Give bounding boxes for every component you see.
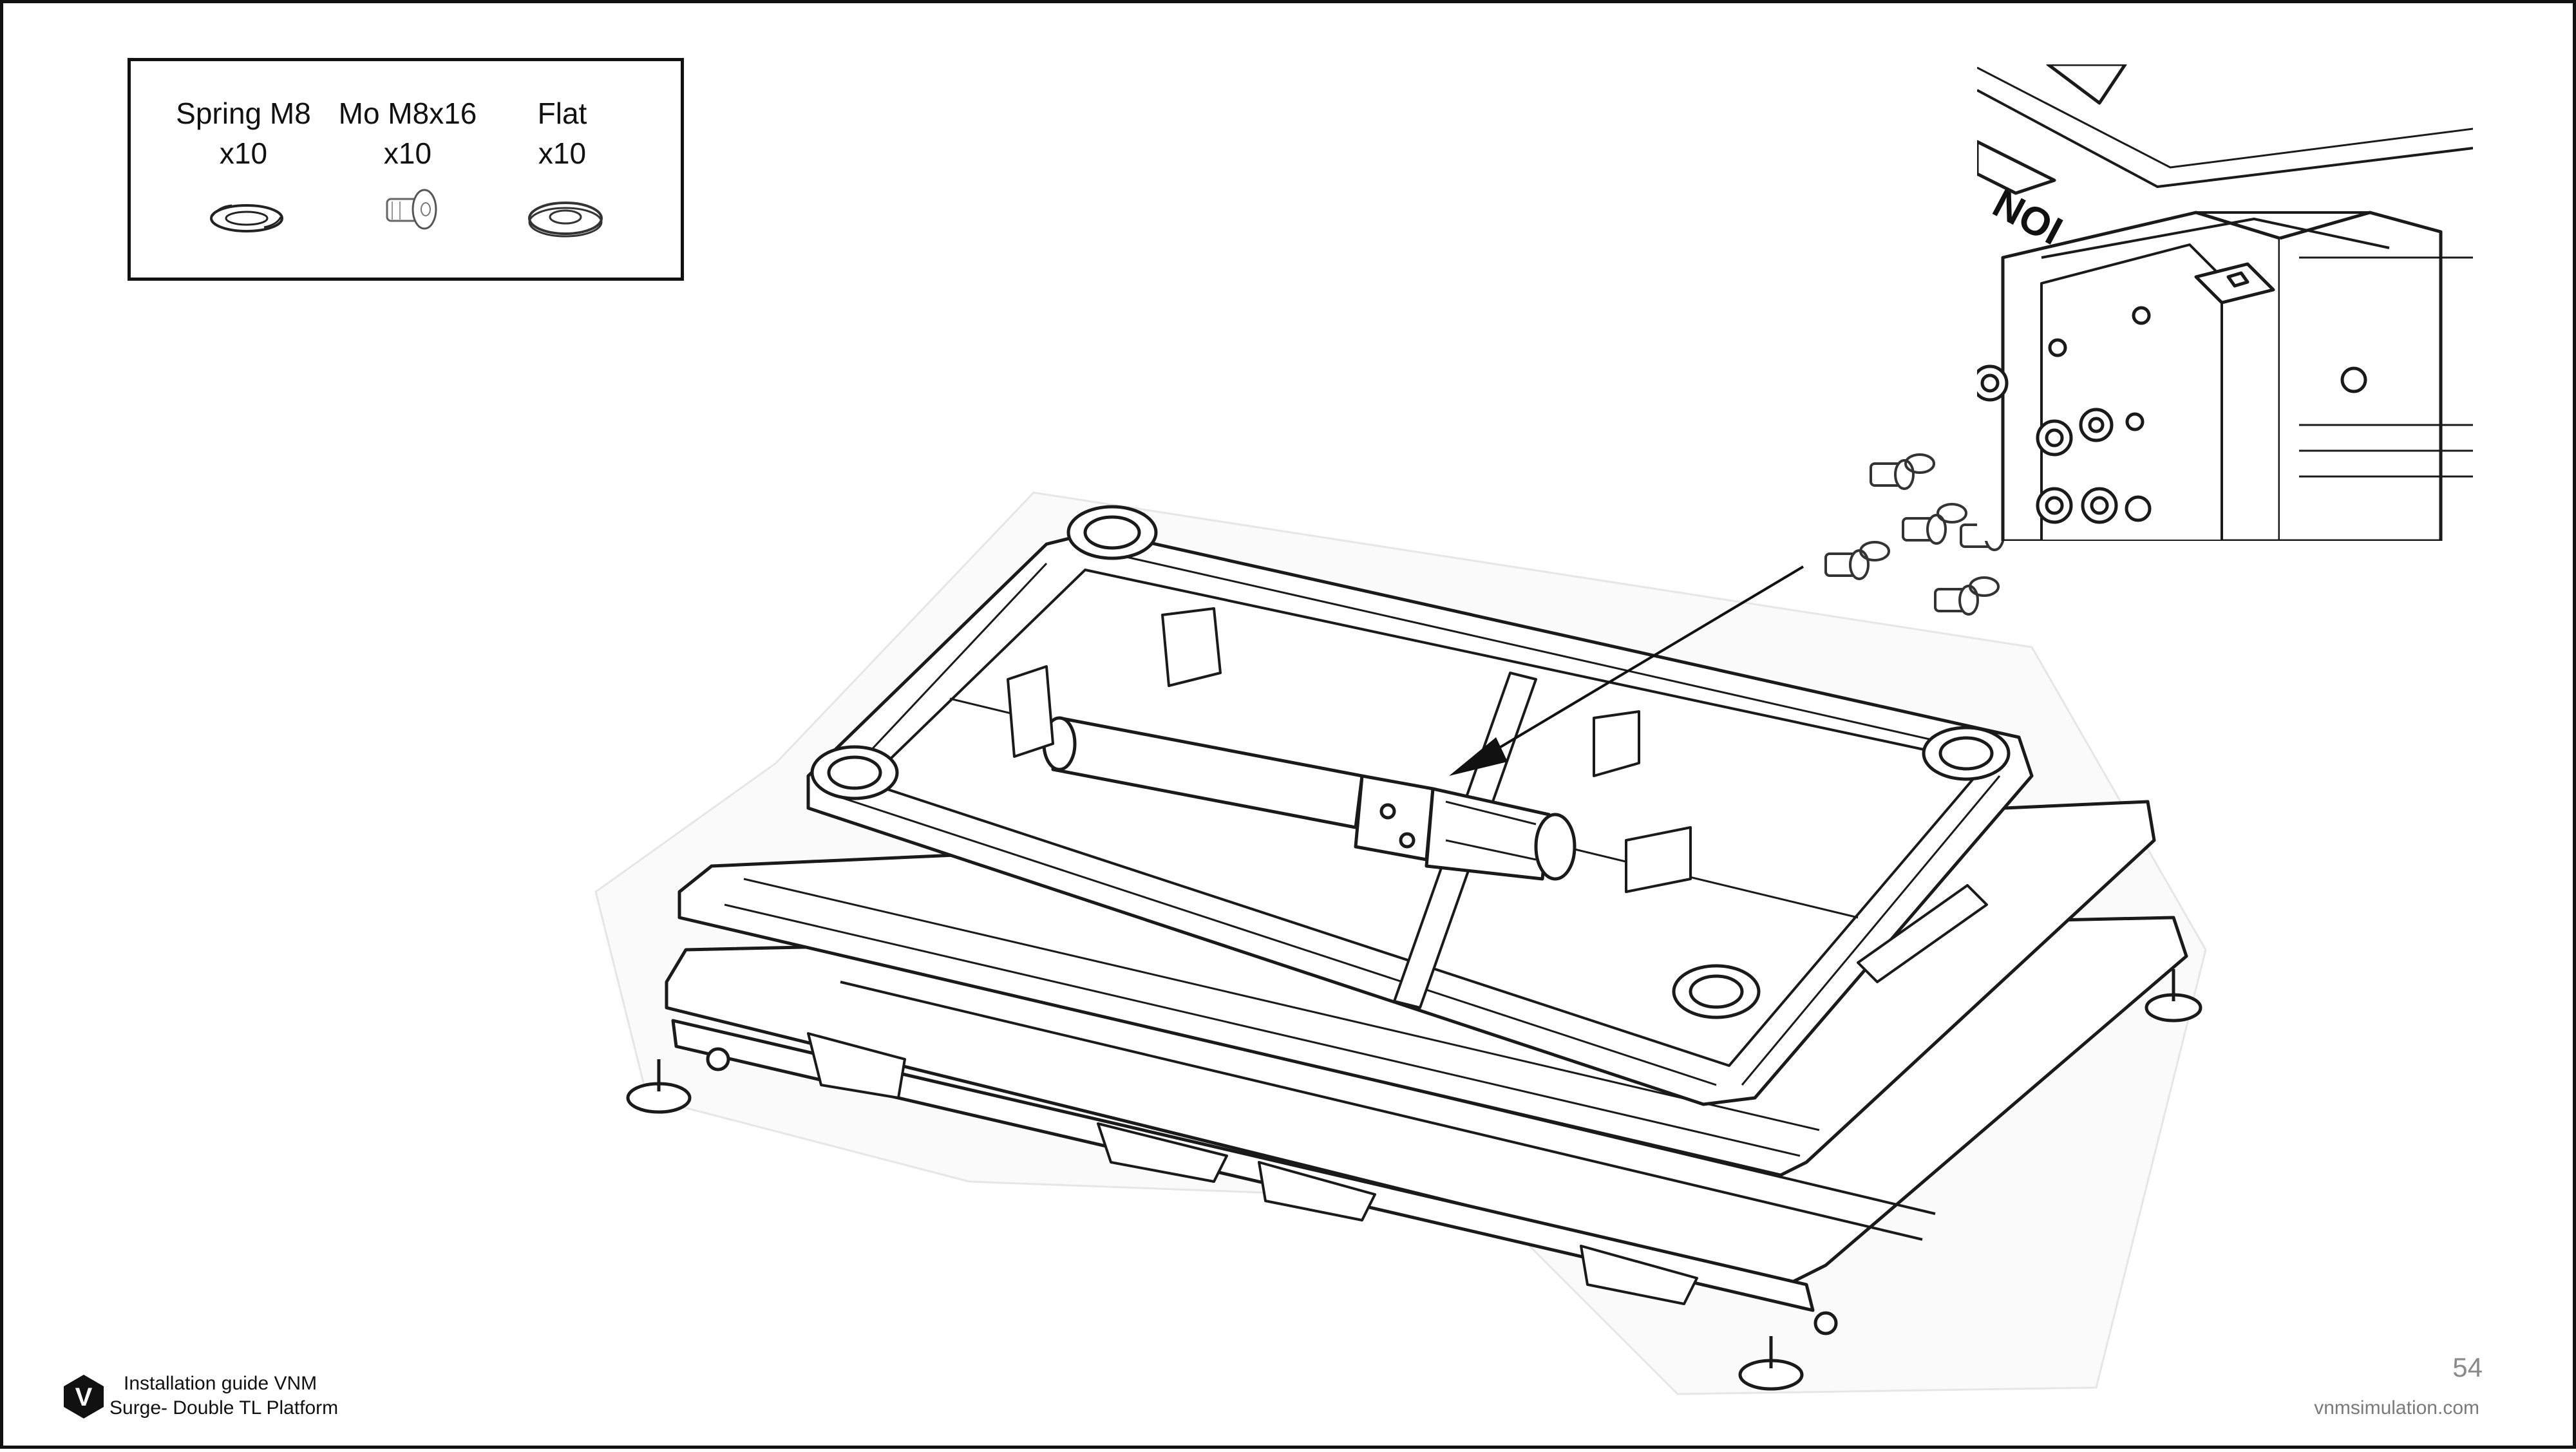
part-quantity: x10 — [219, 137, 268, 170]
part-spring-washer: Spring M8 x10 — [160, 93, 327, 232]
detail-inset-drawing: NOI — [1977, 64, 2473, 541]
part-name: Flat — [537, 97, 587, 130]
fasteners-exploded — [1824, 453, 2027, 616]
part-quantity: x10 — [383, 137, 432, 170]
part-quantity: x10 — [538, 137, 587, 170]
parts-list-box: Spring M8 x10 Mo M8x16 x10 Flat x10 — [128, 58, 684, 281]
button-head-bolt-icon — [386, 189, 437, 230]
flat-washer-icon — [528, 202, 603, 238]
spring-washer-icon — [210, 204, 283, 232]
part-name: Mo M8x16 — [338, 97, 477, 130]
part-name: Spring M8 — [176, 97, 311, 130]
footer-line-2: Surge- Double TL Platform — [109, 1397, 339, 1419]
svg-text:NOI: NOI — [1985, 181, 2069, 254]
footer-guide-title: Installation guide VNM Surge- Double TL … — [109, 1372, 338, 1420]
page-number: 54 — [2452, 1352, 2483, 1382]
detail-inset: NOI — [1977, 64, 2473, 541]
vnm-logo-icon: V — [64, 1375, 104, 1419]
svg-text:V: V — [75, 1383, 93, 1411]
part-button-bolt: Mo M8x16 x10 — [324, 93, 491, 230]
platform-assembly-drawing — [594, 453, 2207, 1395]
footer-line-1: Installation guide VNM — [124, 1373, 317, 1394]
website-url: vnmsimulation.com — [2314, 1397, 2479, 1419]
part-flat-washer: Flat x10 — [478, 93, 646, 238]
